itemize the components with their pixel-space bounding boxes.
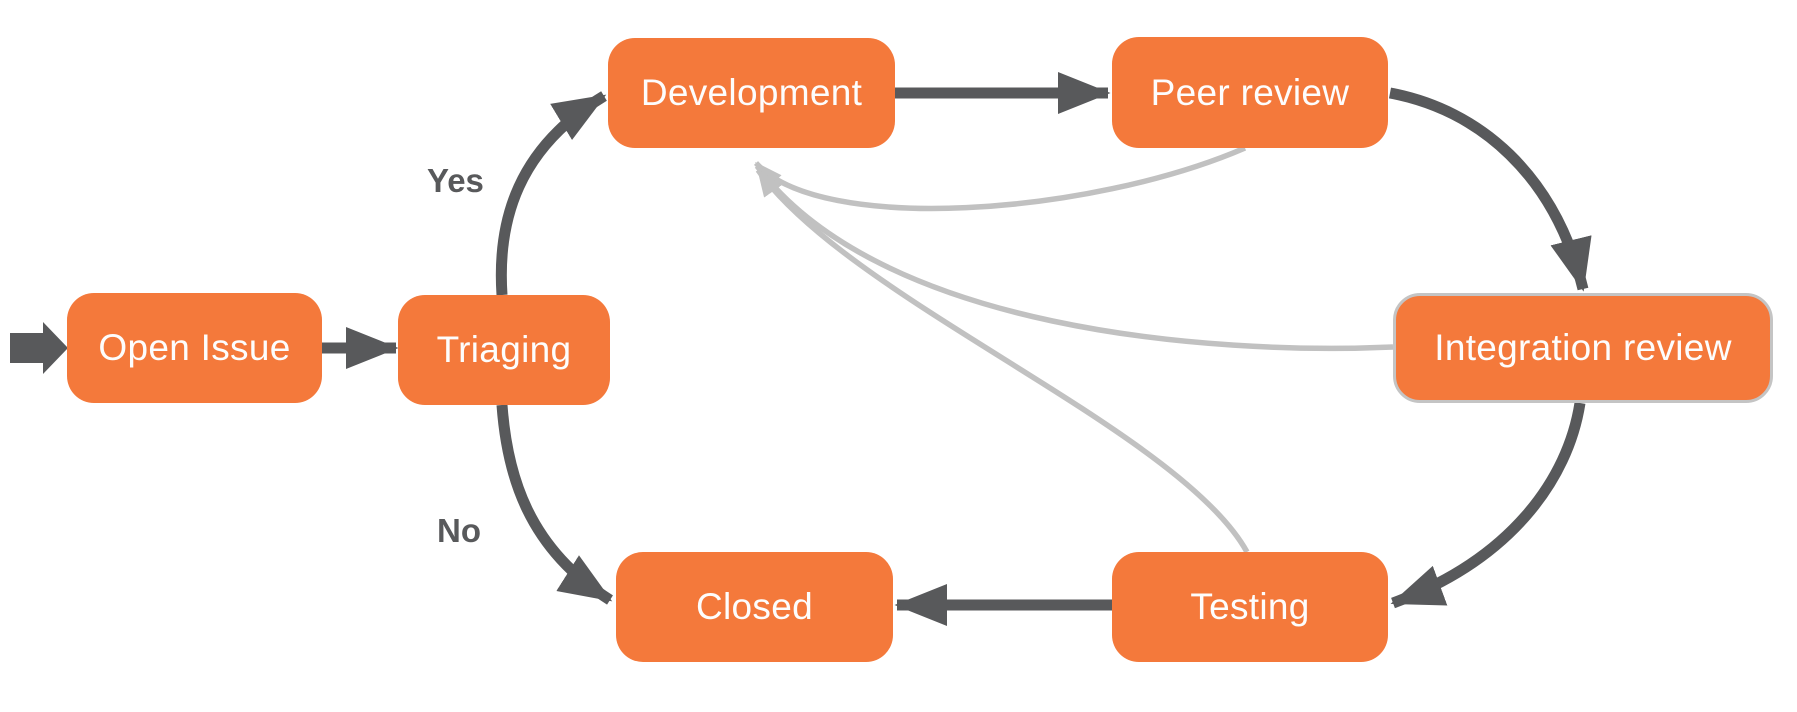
edge-testing-to-development-feedback-arrow [755, 168, 1250, 554]
node-integration-review: Integration review [1393, 293, 1773, 403]
edge-triaging-to-development-yes-arrow [495, 91, 607, 296]
edge-integration-review-to-development-feedback-arrow [754, 164, 1394, 352]
node-closed: Closed [616, 552, 893, 662]
node-triaging: Triaging [398, 295, 610, 405]
edge-peer-review-to-development-feedback-arrow [753, 145, 1247, 212]
edge-triaging-to-closed-no-arrow [496, 404, 613, 605]
edge-start-arrowhead-icon [43, 322, 68, 374]
node-open-issue: Open Issue [67, 293, 322, 403]
node-testing: Testing [1112, 552, 1388, 662]
node-development: Development [608, 38, 895, 148]
edge-peer-review-to-integration-review-arrow [1388, 87, 1592, 292]
edge-label-yes: Yes [427, 162, 484, 199]
edge-integration-review-to-testing-arrow [1390, 402, 1586, 609]
edge-label-no: No [437, 512, 481, 549]
node-peer-review: Peer review [1112, 37, 1388, 148]
